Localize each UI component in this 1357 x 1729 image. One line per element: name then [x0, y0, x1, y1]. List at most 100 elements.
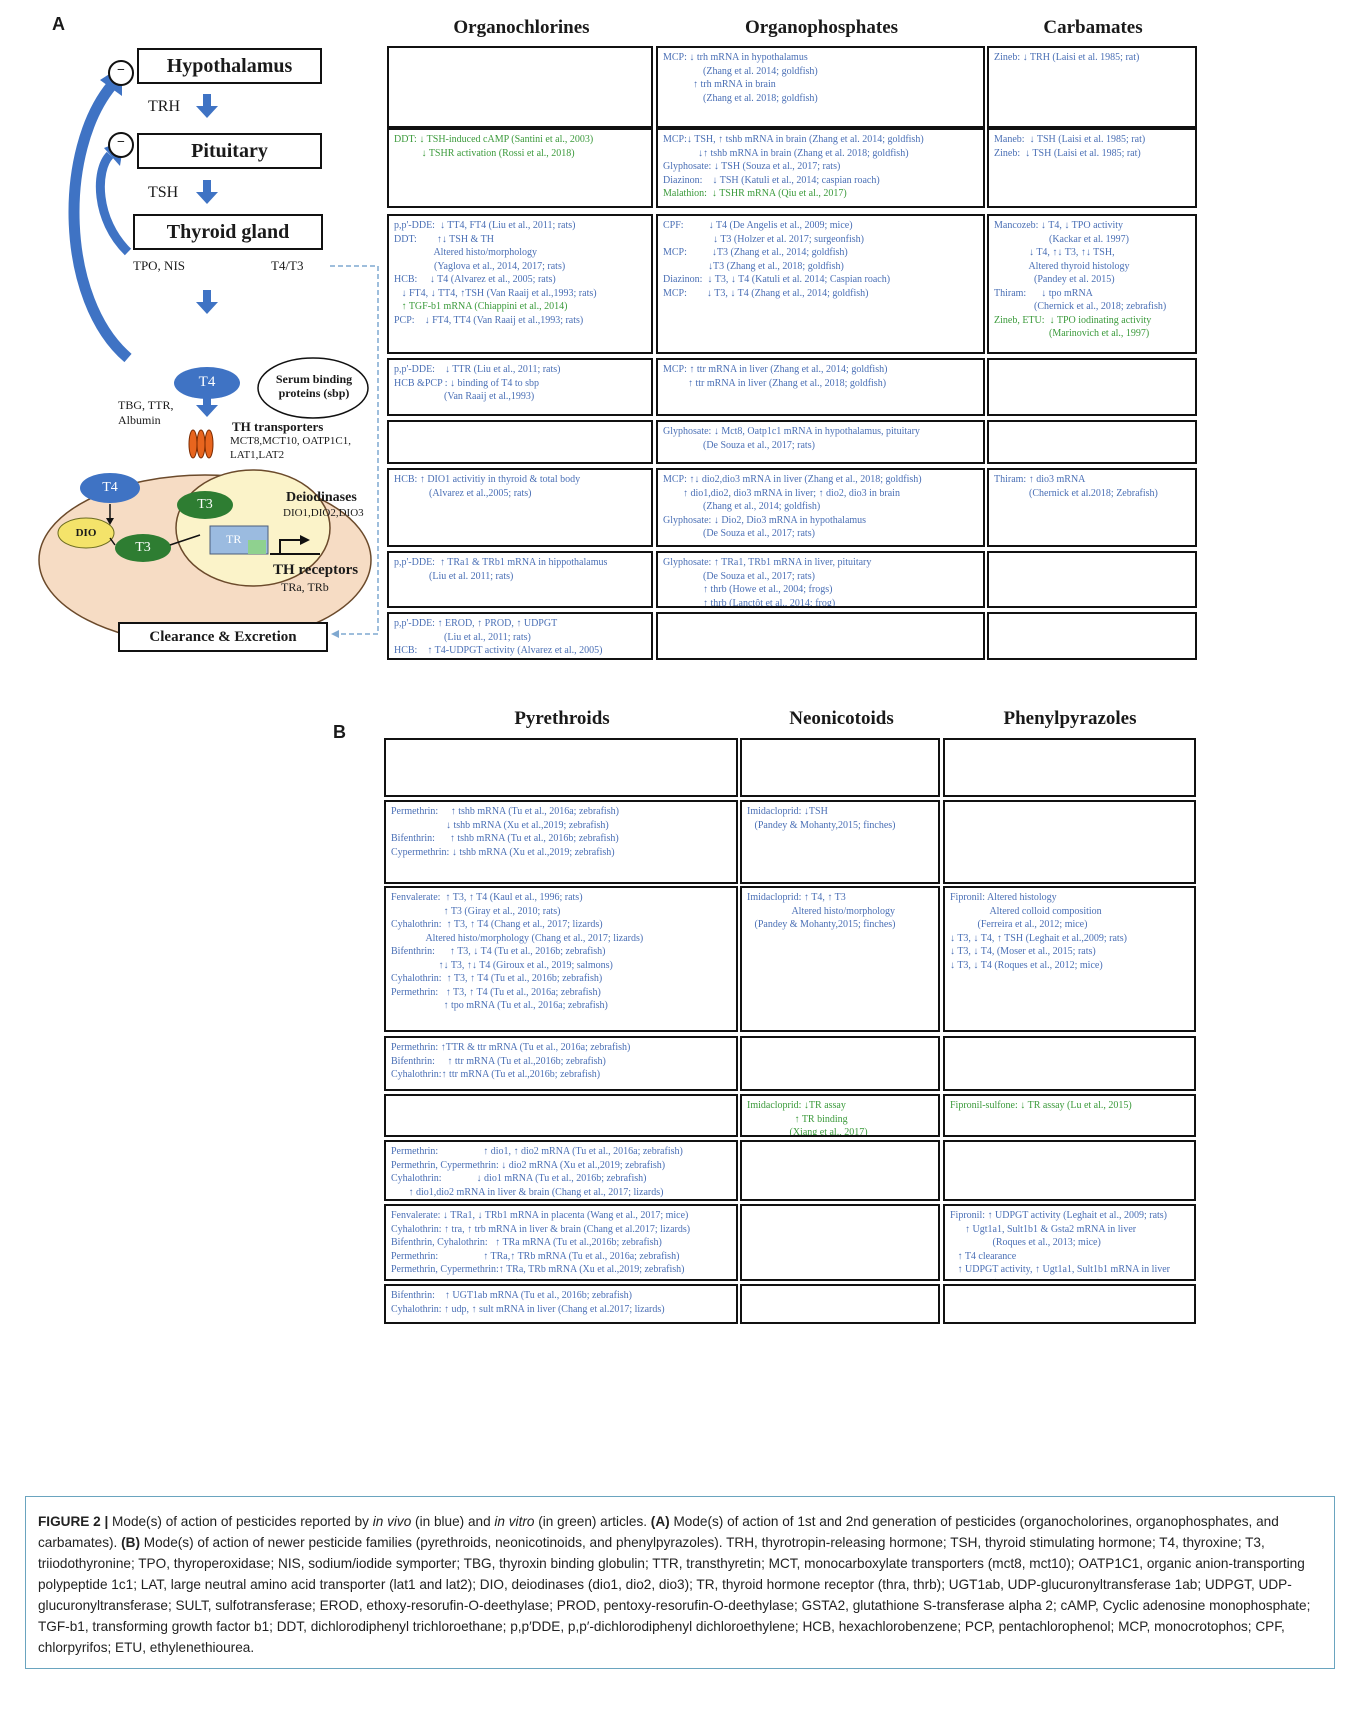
cell-line: ↓T3 (Zhang et al., 2018; goldfish) [663, 260, 844, 272]
cell-line: ↑ ttr mRNA in liver (Zhang et al., 2018;… [663, 377, 887, 389]
panel-b-cell-r7-c2 [943, 1284, 1196, 1324]
cell-line: (De Souza et al., 2017; rats) [663, 439, 815, 451]
panel-b-cell-r2-c0: Fenvalerate: ↑ T3, ↑ T4 (Kaul et al., 19… [384, 886, 738, 1032]
cell-line: Altered histo/morphology [747, 905, 896, 917]
panel-b-cell-r3-c0: Permethrin: ↑TTR & ttr mRNA (Tu et al., … [384, 1036, 738, 1091]
cell-line: Fipronil: ↑ UDPGT activity (Leghait et a… [950, 1210, 1168, 1221]
cell-line: Bifenthrin: ↑ T3, ↓ T4 (Tu et al., 2016b… [391, 946, 606, 957]
panel-b-cell-r0-c1 [740, 738, 940, 797]
cell-line: Cyhalothrin: ↑ udp, ↑ sult mRNA in liver… [391, 1303, 665, 1315]
caption-b-text: Mode(s) of action of newer pesticide fam… [38, 1535, 1311, 1655]
tr-label: TR [226, 532, 242, 546]
cell-line: ↓ T3, ↓ T4, ↑ TSH (Leghait et al.,2009; … [950, 932, 1127, 944]
panel-b-cell-r1-c1: Imidacloprid: ↓TSH (Pandey & Mohanty,201… [740, 800, 940, 884]
panel-a-cell-r7-c0: p,p'-DDE: ↑ EROD, ↑ PROD, ↑ UDPGT (Liu e… [387, 612, 653, 660]
panel-b-cell-r6-c0: Fenvalerate: ↓ TRa1, ↓ TRb1 mRNA in plac… [384, 1204, 738, 1281]
th-transporters-label: TH transporters [232, 419, 324, 434]
sbp-ellipse [257, 357, 369, 419]
panel-b-letter: B [333, 722, 346, 742]
cell-line: p,p'-DDE: ↓ TT4, FT4 (Liu et al., 2011; … [394, 220, 576, 231]
cell-line: DDT: ↓ TSH-induced cAMP (Santini et al.,… [394, 134, 594, 145]
panel-a-cell-r0-c0 [387, 46, 653, 128]
cell-line: p,p'-DDE: ↓ TTR (Liu et al., 2011; rats) [394, 364, 561, 375]
panel-b-cell-r5-c0: Permethrin: ↑ dio1, ↑ dio2 mRNA (Tu et a… [384, 1140, 738, 1201]
t4-blob [174, 367, 240, 399]
cell-line: DDT: ↑↓ TSH & TH [394, 233, 494, 245]
cell-line: HCB: ↓ T4 (Alvarez et al., 2005; rats) [394, 274, 556, 285]
cell-line: (Chernick et al., 2018; zebrafish) [994, 301, 1167, 312]
cell-line: ↑ dio1,dio2, dio3 mRNA in liver; ↑ dio2,… [663, 487, 900, 499]
cell-line: Imidacloprid: ↓TR assay [747, 1100, 846, 1111]
hypothalamus-box: Hypothalamus [137, 48, 322, 84]
cell-t3-blob [115, 534, 171, 562]
cell-line: MCP: ↑↓ dio2,dio3 mRNA in liver (Zhang e… [663, 474, 922, 485]
cell-line: (Chernick et al.2018; Zebrafish) [994, 487, 1158, 499]
panel-a-cell-r3-c1: MCP: ↑ ttr mRNA in liver (Zhang et al., … [656, 358, 985, 416]
cell-line: ↑ tpo mRNA (Tu et al., 2016a; zebrafish) [391, 1000, 608, 1011]
panel-b-cell-r7-c0: Bifenthrin: ↑ UGT1ab mRNA (Tu et al., 20… [384, 1284, 738, 1324]
col-header-organochlorines: Organochlorines [453, 17, 590, 38]
col-header-neonicotoids: Neonicotoids [789, 708, 894, 729]
caption-part-2: (in blue) and [411, 1514, 495, 1529]
thyroid-box: Thyroid gland [133, 214, 323, 250]
panel-b-cell-r5-c2 [943, 1140, 1196, 1201]
panel-b-cell-r0-c0 [384, 738, 738, 797]
cell-line: MCP: ↓ T3, ↓ T4 (Zhang et al., 2014; gol… [663, 287, 869, 299]
cell-line: Maneb: ↓ TSH (Laisi et al. 1985; rat) [994, 134, 1146, 145]
panel-a-cell-r2-c1: CPF: ↓ T4 (De Angelis et al., 2009; mice… [656, 214, 985, 354]
tre-box [248, 540, 266, 554]
cell-line: Altered colloid composition [950, 905, 1102, 917]
cell-line: Thiram: ↓ tpo mRNA [994, 287, 1093, 299]
cell-line: ↓ T3, ↓ T4, (Moser et al., 2015; rats) [950, 946, 1096, 957]
cell-line: Mancozeb: ↓ T4, ↓ TPO activity [994, 220, 1124, 231]
feedback-arrow-short [95, 151, 132, 256]
trh-label: TRH [148, 98, 180, 115]
cell-line: ↓ T3, ↓ T4 (Roques et al., 2012; mice) [950, 959, 1103, 971]
cell-line: Fenvalerate: ↓ TRa1, ↓ TRb1 mRNA in plac… [391, 1210, 689, 1221]
panel-a-cell-r0-c2: Zineb: ↓ TRH (Laisi et al. 1985; rat) [987, 46, 1197, 128]
cell-line: HCB: ↑ T4-UDPGT activity (Alvarez et al.… [394, 645, 603, 656]
cell-line: ↑ TR binding [747, 1113, 848, 1125]
panel-b-cell-r1-c2 [943, 800, 1196, 884]
cell-line: (Pandey et al. 2015) [994, 274, 1115, 285]
cell-line: ↑ thrb (Howe et al., 2004; frogs) [663, 584, 833, 595]
cell-line: Permethrin: ↑ dio1, ↑ dio2 mRNA (Tu et a… [391, 1146, 683, 1157]
cell-line: Permethrin, Cypermethrin: ↓ dio2 mRNA (X… [391, 1159, 666, 1171]
cell-line: HCB: ↑ DIO1 activitiy in thyroid & total… [394, 474, 581, 485]
cell-line: ↓ T3 (Holzer et al. 2017; surgeonfish) [663, 233, 864, 245]
cell-line: (Liu et al., 2011; rats) [394, 631, 531, 643]
panel-b-cell-r6-c2: Fipronil: ↑ UDPGT activity (Leghait et a… [943, 1204, 1196, 1281]
panel-a-cell-r0-c1: MCP: ↓ trh mRNA in hypothalamus (Zhang e… [656, 46, 985, 128]
cell-line: ↓↑ tshb mRNA in brain (Zhang et al. 2018… [663, 147, 909, 159]
clearance-box: Clearance & Excretion [118, 622, 328, 652]
cell-line: (Roques et al., 2013; mice) [950, 1237, 1101, 1248]
cell-line: ↑ dio1,dio2 mRNA in liver & brain (Chang… [391, 1186, 664, 1198]
cell-line: (Zhang et al. 2014; goldfish) [663, 65, 818, 77]
cell-line: Fipronil-sulfone: ↓ TR assay (Lu et al.,… [950, 1100, 1132, 1111]
pathway-diagram [38, 60, 379, 646]
cell-line: Zineb: ↓ TRH (Laisi et al. 1985; rat) [994, 52, 1140, 63]
cell-line: (Ferreira et al., 2012; mice) [950, 919, 1088, 930]
panel-a-cell-r6-c2 [987, 551, 1197, 608]
caption-fig-label: FIGURE 2 | [38, 1514, 109, 1529]
transporter-shape [188, 429, 214, 459]
cell-line: Bifenthrin: ↑ ttr mRNA (Tu et al.,2016b;… [391, 1055, 606, 1067]
cell-line: ↓ TSHR activation (Rossi et al., 2018) [394, 147, 575, 159]
panel-a-cell-r3-c0: p,p'-DDE: ↓ TTR (Liu et al., 2011; rats)… [387, 358, 653, 416]
nuc-t3-blob [177, 491, 233, 519]
tsh-label: TSH [148, 184, 179, 201]
cell-line: (Van Raaij et al.,1993) [394, 391, 535, 402]
panel-b-cell-r6-c1 [740, 1204, 940, 1281]
cell-line: Thiram: ↑ dio3 mRNA [994, 474, 1086, 485]
cell-line: Bifenthrin: ↑ UGT1ab mRNA (Tu et al., 20… [391, 1290, 632, 1301]
cell-line: Malathion: ↓ TSHR mRNA (Qiu et al., 2017… [663, 188, 847, 199]
cell-line: p,p'-DDE: ↑ TRa1 & TRb1 mRNA in hippotha… [394, 557, 608, 568]
panel-b-cell-r2-c1: Imidacloprid: ↑ T4, ↑ T3 Altered histo/m… [740, 886, 940, 1032]
cell-line: (Pandey & Mohanty,2015; finches) [747, 819, 896, 831]
th-receptors-label: TH receptors [273, 562, 359, 578]
panel-b-cell-r3-c1 [740, 1036, 940, 1091]
panel-b-cell-r1-c0: Permethrin: ↑ tshb mRNA (Tu et al., 2016… [384, 800, 738, 884]
cell-line: (De Souza et al., 2017; rats) [663, 570, 815, 582]
cell-line: (Yaglova et al., 2014, 2017; rats) [394, 260, 566, 272]
